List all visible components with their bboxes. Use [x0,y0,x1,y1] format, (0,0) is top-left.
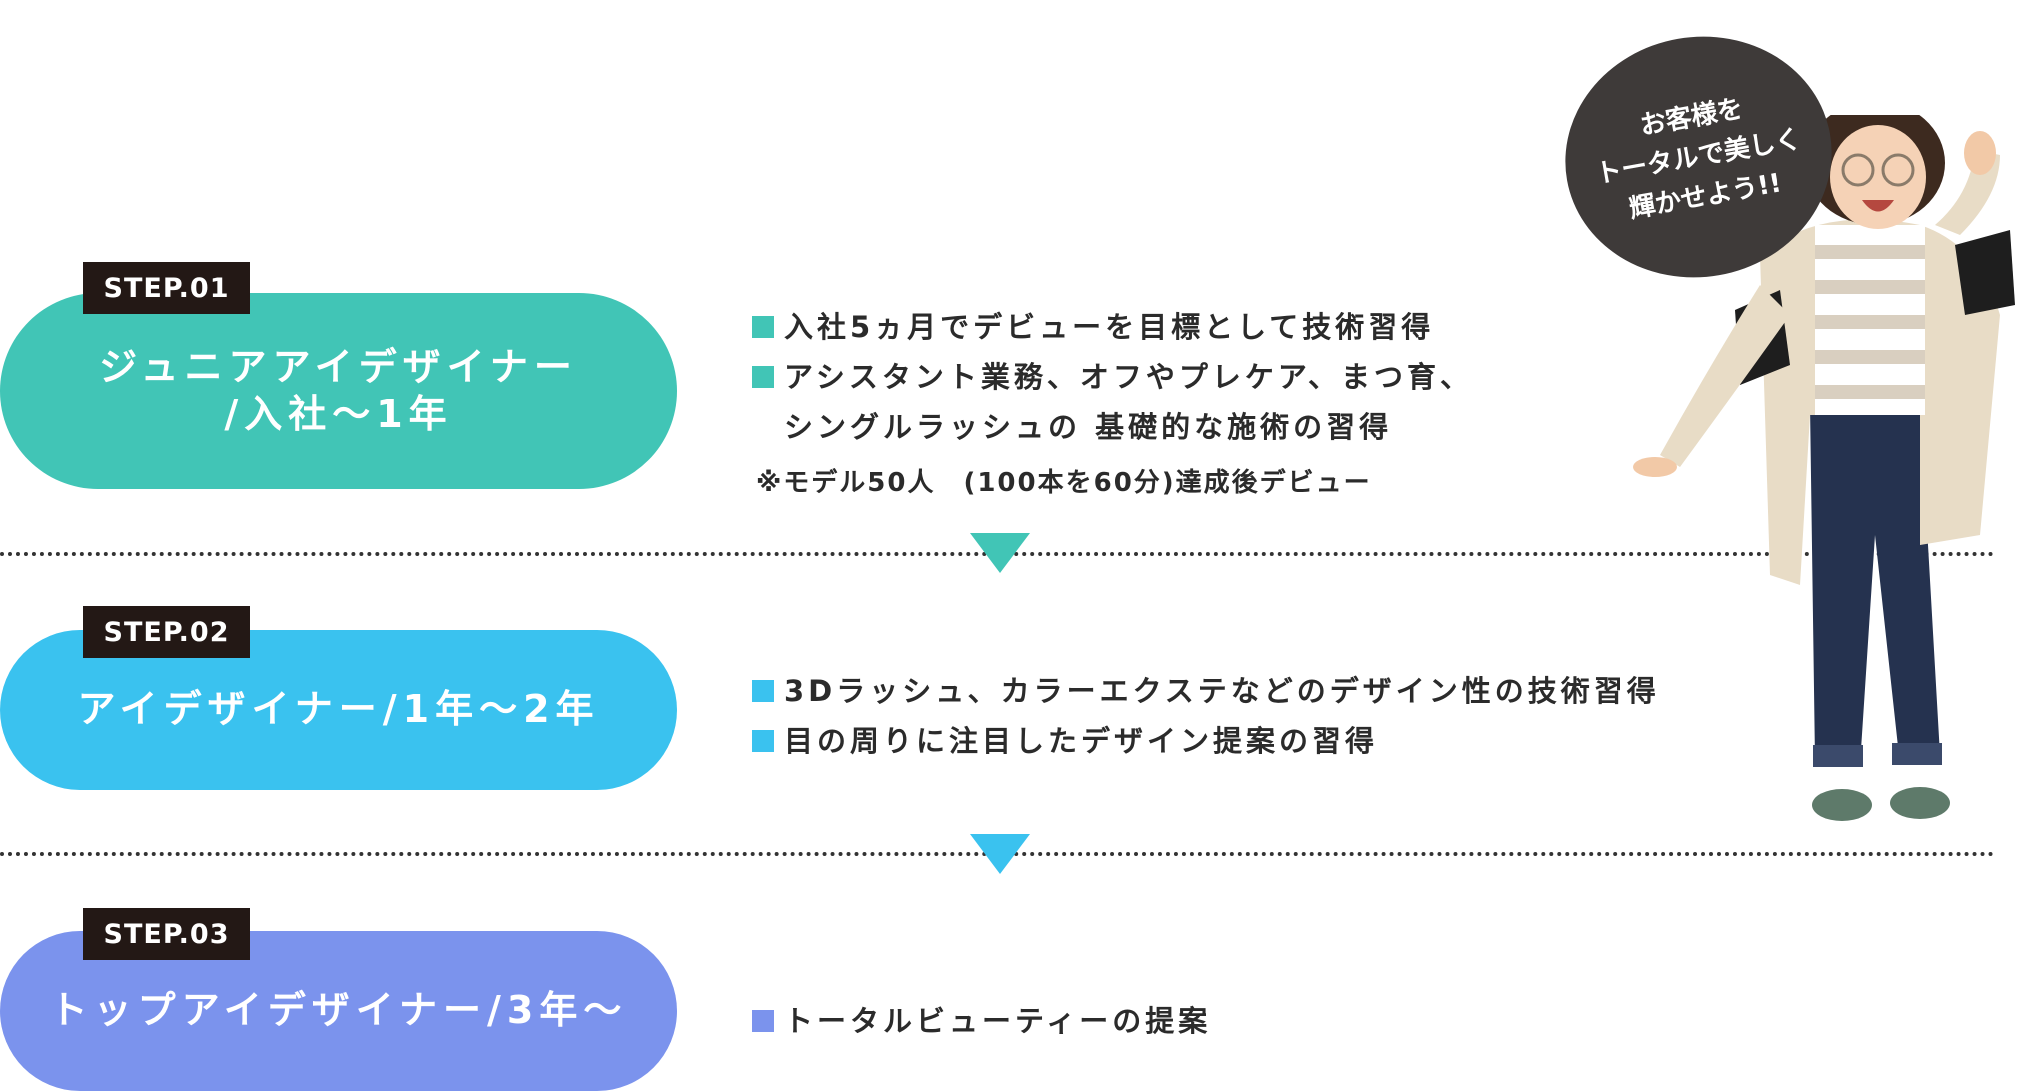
glasses-left-lens [1841,153,1875,187]
mouth [1862,200,1894,212]
down-arrow-icon [970,834,1030,874]
list-item-text: トータルビューティーの提案 [784,1004,1212,1038]
square-bullet-icon [752,316,774,338]
list-item-text: アシスタント業務、オフやプレケア、まつ育、 シングルラッシュの 基礎的な施術の習… [784,360,1473,444]
square-bullet-icon [752,1010,774,1032]
list-item-text: 入社5ヵ月でデビューを目標として技術習得 [784,310,1435,344]
shoe-right [1890,787,1950,819]
cuff-left [1813,745,1863,767]
message-bubble-text: お客様を トータルで美しく 輝かせよう!! [1593,93,1804,225]
down-arrow-icon [970,533,1030,573]
hand-left [1633,457,1677,477]
face [1830,125,1926,229]
square-bullet-icon [752,730,774,752]
step-02-tag: STEP.02 [83,606,250,658]
list-item: 入社5ヵ月でデビューを目標として技術習得 [752,302,1473,352]
glasses-right-lens [1881,153,1915,187]
jacket-sleeve-patch [1955,230,2015,315]
step-02-banner: アイデザイナー/1年〜2年 [0,630,677,790]
step-03-list: トータルビューティーの提案 [752,996,1211,1046]
step-01-tag: STEP.01 [83,262,250,314]
shoe-left [1812,789,1872,821]
step-01-note: ※モデル50人 (100本を60分)達成後デビュー [756,468,1372,498]
step-01-list: 入社5ヵ月でデビューを目標として技術習得 アシスタント業務、オフやプレケア、まつ… [752,302,1473,499]
list-item: 3Dラッシュ、カラーエクステなどのデザイン性の技術習得 [752,666,1660,716]
square-bullet-icon [752,366,774,388]
list-item: トータルビューティーの提案 [752,996,1211,1046]
list-item: 目の周りに注目したデザイン提案の習得 [752,716,1660,766]
jeans [1810,405,1940,765]
person-illustration [1633,115,2015,821]
square-bullet-icon [752,680,774,702]
list-item-text: 3Dラッシュ、カラーエクステなどのデザイン性の技術習得 [784,674,1660,708]
step-03-title: トップアイデザイナー/3年〜 [49,988,628,1033]
cuff-right [1892,743,1942,765]
step-02-title: アイデザイナー/1年〜2年 [77,687,600,732]
step-03-tag: STEP.03 [83,908,250,960]
step-03-banner: トップアイデザイナー/3年〜 [0,931,677,1091]
step-01-title: ジュニアアイデザイナー /入社〜1年 [99,344,578,437]
list-item-text: 目の周りに注目したデザイン提案の習得 [784,724,1379,758]
hand-right [1964,131,1996,175]
step-02-list: 3Dラッシュ、カラーエクステなどのデザイン性の技術習得 目の周りに注目したデザイ… [752,666,1660,766]
list-item: アシスタント業務、オフやプレケア、まつ育、 シングルラッシュの 基礎的な施術の習… [752,352,1473,452]
step-01-banner: ジュニアアイデザイナー /入社〜1年 [0,293,677,489]
arm-left [1660,285,1790,467]
